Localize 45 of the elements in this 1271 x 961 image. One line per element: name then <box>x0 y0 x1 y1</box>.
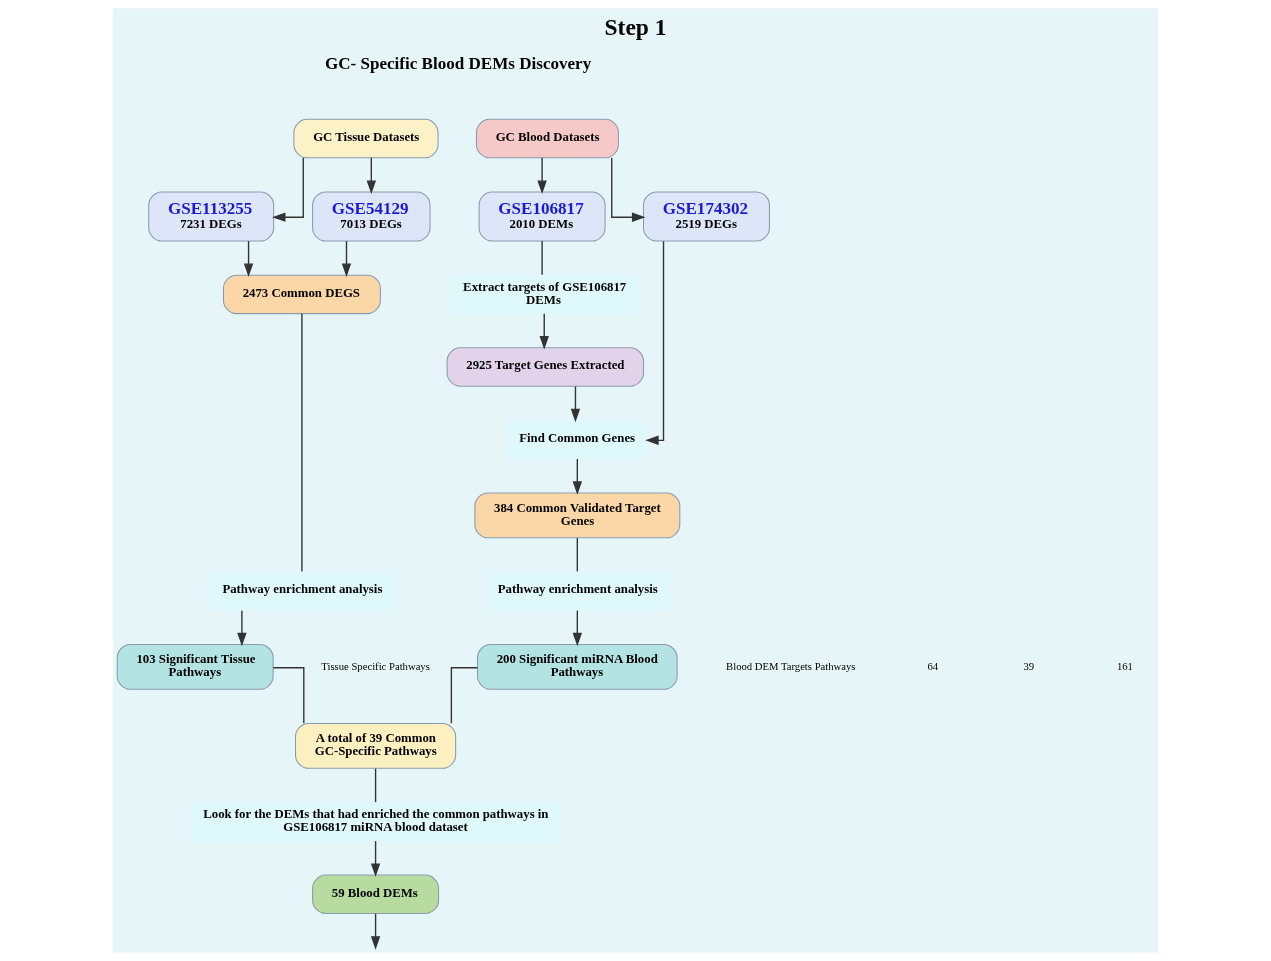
node-box: GSE174302 2519 DEGs <box>642 191 770 242</box>
node-box: 59 Blood DEMs <box>312 874 440 915</box>
diagram-title: Step 1 <box>604 13 667 40</box>
arrow <box>611 157 646 222</box>
connector <box>301 313 303 573</box>
arrow <box>570 385 581 423</box>
arrow <box>366 157 377 194</box>
node-box: GC Tissue Datasets <box>293 118 439 159</box>
label: Tissue Specific Pathways <box>321 659 430 672</box>
connector <box>450 667 479 724</box>
connector <box>374 767 377 803</box>
arrow <box>237 609 247 647</box>
node-box: 103 Significant Tissue Pathways <box>116 643 274 690</box>
arrow <box>341 240 352 277</box>
node-box: Look for the DEMs that had enriched the common pathways in GSE106817 miRNA blood dataset <box>190 801 561 842</box>
label: Blood DEM Targets Pathways <box>726 659 856 672</box>
connector <box>576 537 579 573</box>
node-box: 384 Common Validated Target Genes <box>474 492 681 539</box>
node-box: Extract targets of GSE106817 DEMs <box>450 274 638 315</box>
node-box: GC Blood Datasets <box>475 118 619 159</box>
arrow <box>272 157 304 222</box>
node-box: GSE54129 7013 DEGs <box>312 191 431 242</box>
arrow <box>539 313 549 350</box>
node-box: GSE106817 2010 DEMs <box>478 191 606 242</box>
node-box: 200 Significant miRNA Blood Pathways <box>477 643 678 690</box>
node-box: A total of 39 Common GC-Specific Pathways <box>295 722 457 769</box>
arrow <box>370 840 381 877</box>
label: 161 <box>1116 659 1133 672</box>
label: 39 <box>1023 659 1035 672</box>
arrow <box>572 609 583 647</box>
label: GC- Specific Blood DEMs Discovery <box>324 53 592 73</box>
node-box: 2473 Common DEGS <box>222 274 381 315</box>
node-box: Pathway enrichment analysis <box>485 571 670 611</box>
node-box: 2925 Target Genes Extracted <box>446 347 645 387</box>
connector <box>541 240 543 276</box>
node-box: Find Common Genes <box>506 419 648 460</box>
arrow <box>537 157 547 194</box>
label: 64 <box>927 659 939 672</box>
node-box: GSE113255 7231 DEGs <box>148 191 275 242</box>
connector <box>272 667 305 724</box>
arrow <box>370 913 381 950</box>
arrow <box>645 240 665 446</box>
arrow <box>572 458 583 495</box>
node-box: Pathway enrichment analysis <box>210 571 394 611</box>
arrow <box>243 240 254 277</box>
